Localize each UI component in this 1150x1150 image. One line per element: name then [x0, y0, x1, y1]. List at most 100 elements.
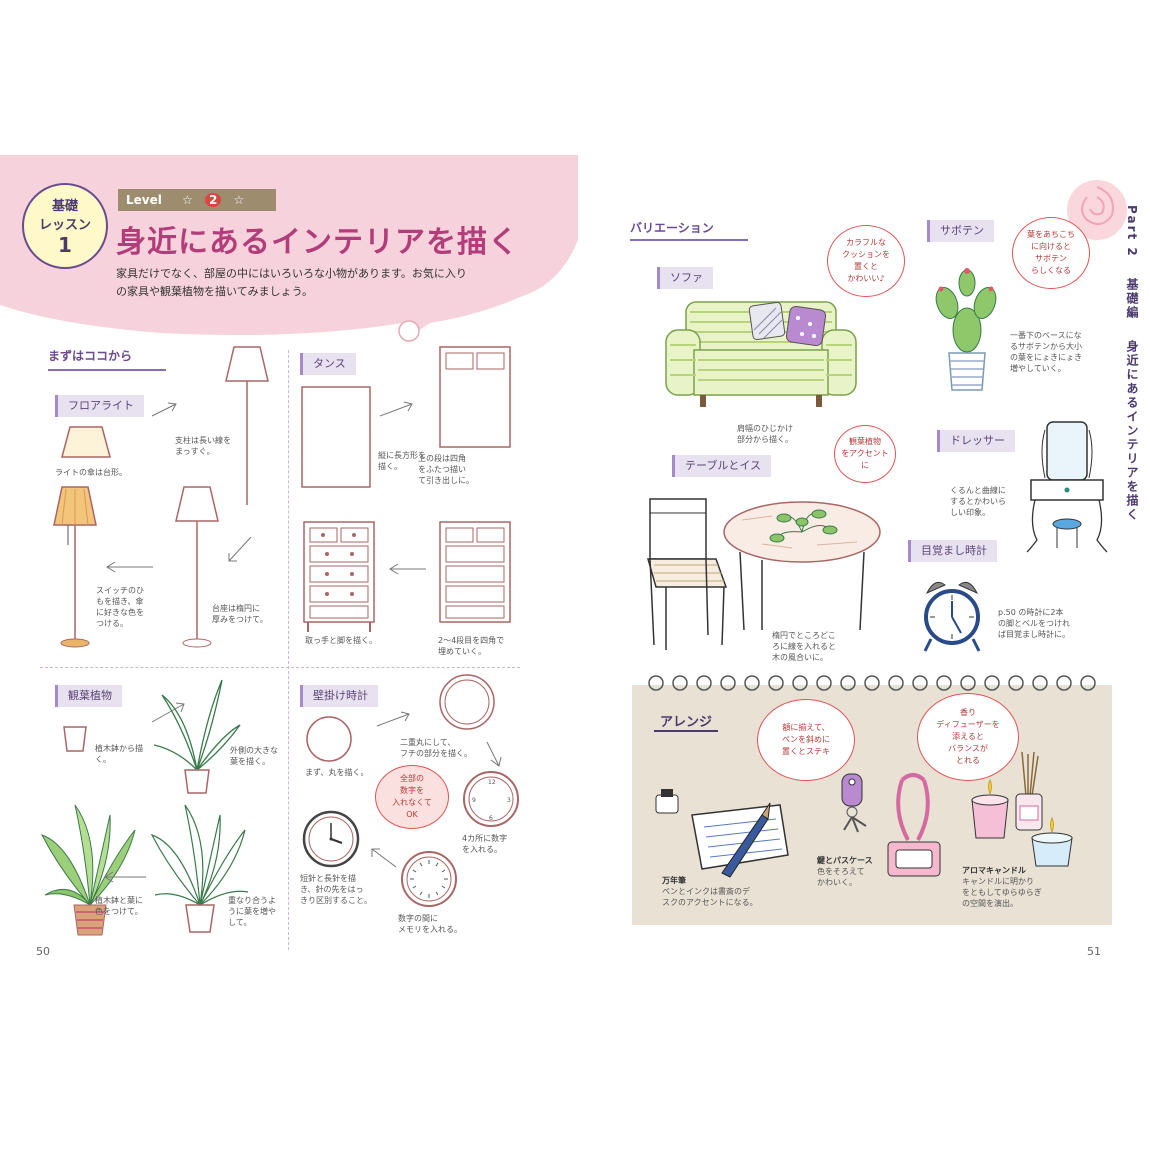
plant-note-1a: 植木鉢から描: [95, 744, 143, 753]
floorlight-label: フロアライト: [55, 395, 144, 417]
side-part: Part 2: [1125, 205, 1139, 258]
tansu-note-2c: て引き出しに。: [418, 476, 474, 485]
pen-caption-a: ペンとインクは書斎のデ: [662, 887, 750, 896]
plant-note-1: 植木鉢から描 く。: [95, 743, 143, 765]
dresser-illustration: [1026, 421, 1108, 553]
key-caption-b: かわいく。: [817, 878, 857, 887]
candle-caption-c: の空間を演出。: [962, 899, 1018, 908]
chair-illustration: [647, 498, 728, 650]
sofa-tip-4: かわいい♪: [847, 274, 885, 283]
pen-and-paper-illustration: [655, 789, 789, 878]
cactus-label: サボテン: [927, 220, 994, 242]
floorlight-note-2a: 支柱は長い線を: [175, 436, 231, 445]
divider-horizontal: [40, 667, 520, 668]
key-caption-a: 色をそろえて: [817, 867, 865, 876]
table-label: テーブルとイス: [672, 455, 772, 477]
cactus-tip-3: サボテン: [1035, 254, 1067, 263]
left-page: 基礎 レッスン 1 Level ☆ 2 ☆ 身近にあるインテリアを描く 家具だけ…: [0, 155, 578, 975]
clock-note-4a: 数字の間に: [398, 914, 438, 923]
level-bar: Level ☆ 2 ☆: [118, 189, 276, 211]
clock-note-4b: メモリを入れる。: [398, 925, 462, 934]
clock-note-5: 短針と長針を描 き、針の先をはっ きり区別すること。: [300, 873, 372, 906]
clock-note-2: 二重丸にして、 フチの部分を描く。: [400, 737, 472, 759]
clock-tip-2: 数字を: [399, 786, 424, 795]
plant-note-4b: うに葉を増や: [228, 907, 276, 916]
svg-text:6: 6: [489, 815, 493, 822]
floorlight-note-4d: つける。: [96, 619, 128, 628]
tansu-label: タンス: [300, 353, 356, 375]
floorlight-note-4a: スイッチのひ: [96, 586, 144, 595]
plant-step2: [153, 679, 241, 794]
cactus-note-a: 一番下のベースにな: [1010, 331, 1082, 340]
arrange-bubble-diffuser-5: とれる: [956, 756, 980, 765]
arrow-pl-2: [104, 871, 146, 883]
arrow-fl-2: [228, 536, 252, 562]
dresser-note-b: するとかわいら: [950, 497, 1006, 506]
sofa-label: ソファ: [657, 267, 713, 289]
plant-note-2a: 外側の大きな: [230, 746, 278, 755]
clock-note-5b: き、針の先をはっ: [300, 885, 364, 894]
clock-note-5a: 短針と長針を描: [300, 874, 356, 883]
pen-title: 万年筆: [662, 876, 686, 885]
floorlight-step3-lamp: [175, 486, 219, 648]
tansu-step2: [439, 346, 511, 448]
alarm-note-c: ば目覚まし時計に。: [998, 630, 1070, 639]
plant-note-4: 重なり合うよ うに葉を増や して。: [228, 895, 276, 928]
lesson-badge: 基礎 レッスン 1: [22, 183, 108, 269]
clock-step1: [306, 716, 352, 762]
plant-step1-pot: [63, 726, 87, 752]
tansu-note-2a: 上の段は四角: [418, 454, 466, 463]
plant-note-3: 植木鉢と葉に 色をつけて。: [95, 895, 143, 917]
clock-note-5c: きり区別すること。: [300, 896, 372, 905]
arrow-cl-2: [486, 741, 502, 767]
svg-text:12: 12: [488, 779, 496, 786]
tansu-note-3b: 埋めていく。: [438, 647, 486, 656]
arrange-tag: アレンジ: [654, 711, 719, 732]
tansu-note-4: 取っ手と脚を描く。: [305, 636, 377, 645]
floorlight-step1-shade: [61, 426, 111, 458]
cactus-tip-2: に向けると: [1031, 242, 1071, 251]
arrow-ta-2: [389, 563, 426, 575]
clock-tip-bubble: 全部の 数字を 入れなくて OK: [375, 765, 449, 829]
variation-tag: バリエーション: [630, 217, 748, 241]
cactus-note-c: の葉をにょきにょき: [1010, 353, 1082, 362]
arrange-bubble-pen-2: ペンを斜めに: [782, 735, 830, 744]
sofa-note-b: 部分から描く。: [737, 435, 793, 444]
table-tip-3: に: [860, 461, 869, 470]
notebook-rings: [648, 675, 1096, 691]
clock-label: 壁掛け時計: [300, 685, 378, 707]
badge-num: 1: [58, 233, 72, 257]
alarm-note: p.50 の時計に2本 の脚とベルをつけれ ば目覚まし時計に。: [998, 607, 1070, 640]
arrow-fl-3: [106, 561, 153, 573]
plant-note-1b: く。: [95, 755, 111, 764]
clock-step3: 123 69: [463, 771, 519, 827]
floorlight-note-3: 台座は楕円に 厚みをつけて。: [212, 603, 268, 625]
alarm-note-b: の脚とベルをつけれ: [998, 619, 1070, 628]
aroma-candle-illustration: [971, 751, 1073, 867]
floorlight-note-4: スイッチのひ もを描き、傘 に好きな色を つける。: [96, 585, 144, 629]
tansu-note-2: 上の段は四角 をふたつ描い て引き出しに。: [418, 453, 474, 486]
clock-note-3a: 4カ所に数字: [462, 834, 508, 843]
clock-note-2a: 二重丸にして、: [400, 738, 456, 747]
arrow-ta-1: [379, 401, 413, 417]
start-tag-label: まずはココから: [48, 349, 133, 363]
clock-tip-1: 全部の: [399, 774, 424, 783]
side-kiso: 基礎編: [1125, 277, 1139, 320]
arrange-panel: アレンジ 額に揃えて、 ペンを斜めに 置くとステキ 香り ディフューザーを 添え…: [632, 675, 1112, 925]
floorlight-note-4b: もを描き、傘: [96, 597, 144, 606]
dresser-note-c: しい印象。: [950, 508, 990, 517]
floorlight-note-4c: に好きな色を: [96, 608, 144, 617]
candle-title: アロマキャンドル: [962, 866, 1026, 875]
cactus-note-b: るサボテンから大小: [1010, 342, 1082, 351]
page-title: 身近にあるインテリアを描く: [116, 225, 519, 260]
plant-step3-colored: [40, 804, 136, 936]
arrange-bubble-pen-3: 置くとステキ: [782, 747, 830, 756]
table-illustration: [723, 501, 881, 631]
clock-tip-4: OK: [406, 810, 418, 819]
page-number-left: 50: [36, 945, 50, 958]
clock-tip-3: 入れなくて: [392, 798, 432, 807]
floorlight-note-3a: 台座は楕円に: [212, 604, 260, 613]
table-note-a: 楕円でところどこ: [772, 631, 836, 640]
arrange-bubble-diffuser: 香り ディフューザーを 添えると バランスが とれる: [917, 693, 1019, 781]
arrow-cl-3: [371, 848, 397, 868]
